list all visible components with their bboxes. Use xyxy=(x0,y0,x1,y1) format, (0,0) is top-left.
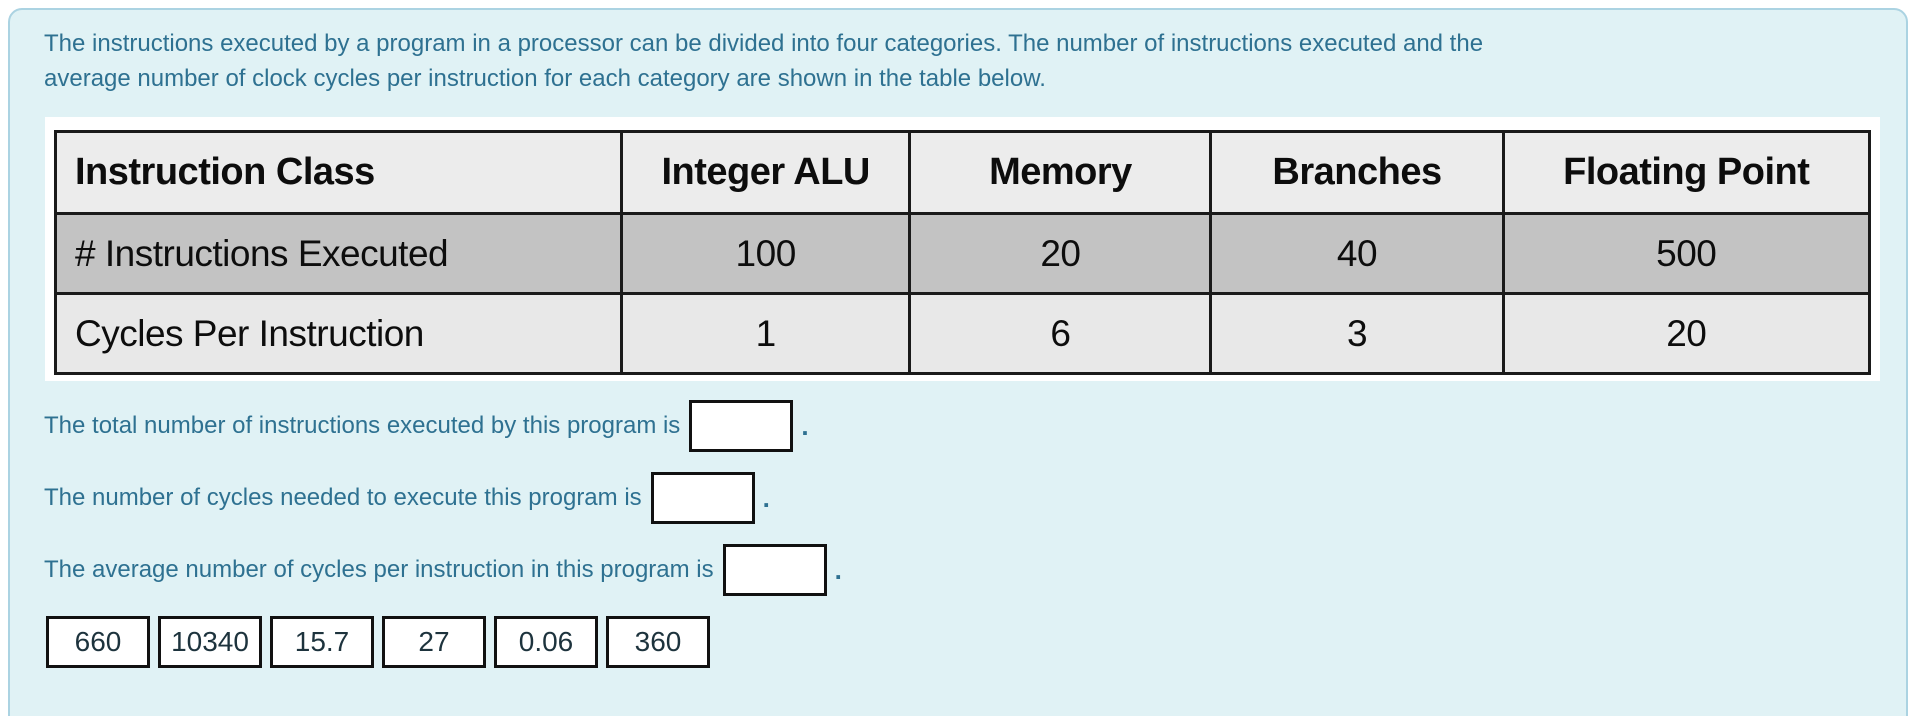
answer-box-total-cycles[interactable] xyxy=(650,472,755,524)
table-row-instructions-executed: # Instructions Executed 100 20 40 500 xyxy=(54,212,1872,295)
answer-chip-27[interactable]: 27 xyxy=(382,616,486,668)
cell-instructions-memory: 20 xyxy=(908,212,1213,295)
question-average-cpi-period: . xyxy=(834,554,842,585)
question-total-instructions: The total number of instructions execute… xyxy=(44,400,1906,452)
answer-box-average-cpi[interactable] xyxy=(722,544,827,596)
row-label-instructions-executed: # Instructions Executed xyxy=(54,212,623,295)
cell-cycles-floating-point: 20 xyxy=(1501,292,1872,375)
intro-line-1: The instructions executed by a program i… xyxy=(44,30,1484,57)
question-total-cycles-period: . xyxy=(762,482,770,513)
exercise-card: The instructions executed by a program i… xyxy=(8,8,1908,716)
question-total-instructions-period: . xyxy=(801,410,809,441)
cell-cycles-integer-alu: 1 xyxy=(619,292,912,375)
question-total-instructions-text: The total number of instructions execute… xyxy=(44,412,681,439)
row-label-cycles-per-instruction: Cycles Per Instruction xyxy=(54,292,623,375)
question-average-cpi: The average number of cycles per instruc… xyxy=(44,544,1906,596)
answer-chip-660[interactable]: 660 xyxy=(46,616,150,668)
cell-cycles-branches: 3 xyxy=(1209,292,1505,375)
cell-instructions-integer-alu: 100 xyxy=(619,212,912,295)
header-branches: Branches xyxy=(1209,130,1505,215)
answer-chip-360[interactable]: 360 xyxy=(606,616,710,668)
answer-chip-bank: 660 10340 15.7 27 0.06 360 xyxy=(46,616,1906,668)
intro-paragraph: The instructions executed by a program i… xyxy=(44,26,1804,96)
answer-chip-0-06[interactable]: 0.06 xyxy=(494,616,598,668)
cell-cycles-memory: 6 xyxy=(908,292,1213,375)
instruction-table-wrapper: Instruction Class Integer ALU Memory Bra… xyxy=(45,117,1880,381)
intro-line-2: average number of clock cycles per instr… xyxy=(44,65,1046,92)
question-total-cycles-text: The number of cycles needed to execute t… xyxy=(44,484,642,511)
question-average-cpi-text: The average number of cycles per instruc… xyxy=(44,556,714,583)
answer-chip-10340[interactable]: 10340 xyxy=(158,616,262,668)
cell-instructions-branches: 40 xyxy=(1209,212,1505,295)
instruction-table: Instruction Class Integer ALU Memory Bra… xyxy=(54,130,1872,375)
header-memory: Memory xyxy=(908,130,1213,215)
answer-box-total-instructions[interactable] xyxy=(689,400,794,452)
question-total-cycles: The number of cycles needed to execute t… xyxy=(44,472,1906,524)
questions-section: The total number of instructions execute… xyxy=(44,400,1906,596)
table-header-row: Instruction Class Integer ALU Memory Bra… xyxy=(54,130,1872,215)
header-floating-point: Floating Point xyxy=(1501,130,1872,215)
cell-instructions-floating-point: 500 xyxy=(1501,212,1872,295)
header-instruction-class: Instruction Class xyxy=(54,130,623,215)
header-integer-alu: Integer ALU xyxy=(619,130,912,215)
table-row-cycles-per-instruction: Cycles Per Instruction 1 6 3 20 xyxy=(54,292,1872,375)
answer-chip-15-7[interactable]: 15.7 xyxy=(270,616,374,668)
